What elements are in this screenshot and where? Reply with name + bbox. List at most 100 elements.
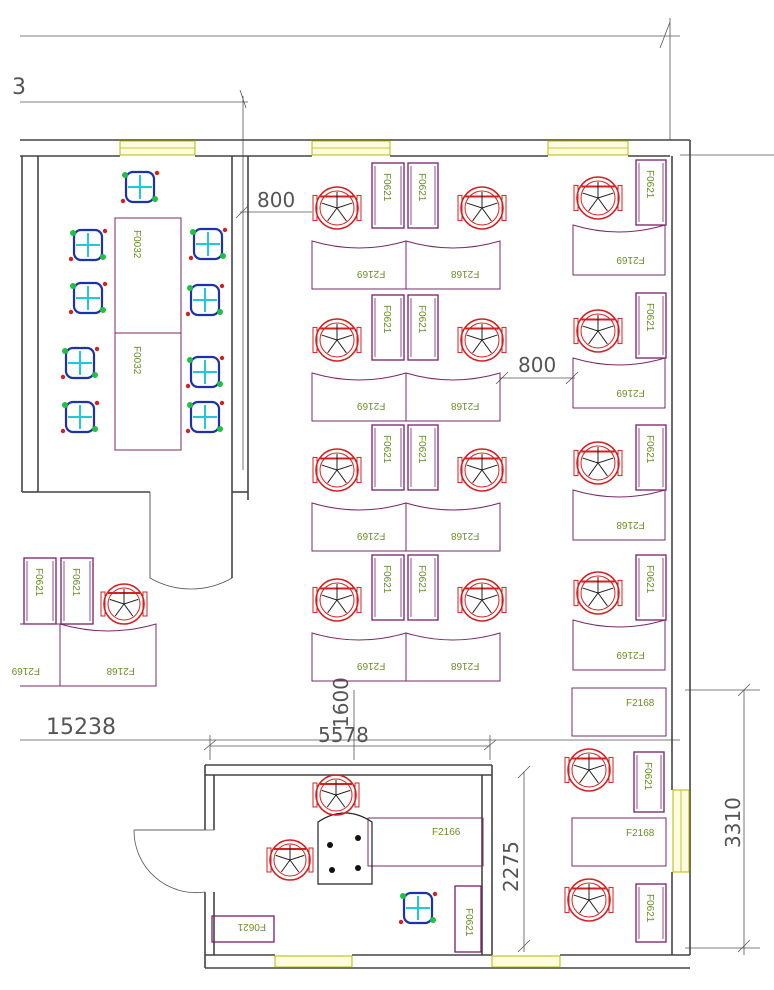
office-chair-right-col [573, 571, 623, 615]
cabinet-right: F0621 [407, 294, 439, 361]
desk-left: F2169 [311, 372, 407, 422]
desk-tag: F2169 [616, 387, 645, 398]
desk-right: F2168 [405, 372, 501, 422]
desk-tag: F2169 [11, 665, 40, 676]
desk-right-col-plain: F2168 [571, 687, 667, 737]
cabinet-tag: F0621 [70, 568, 81, 597]
dim-gap-800-b: 800 [518, 353, 556, 377]
cabinet-tag: F0621 [381, 173, 392, 202]
dim-lower-room-width: 5578 [318, 723, 369, 747]
desk-tag: F2169 [616, 649, 645, 660]
office-chair-blue [398, 891, 438, 925]
cabinet-tag: F0621 [416, 565, 427, 594]
cabinet-right: F0621 [407, 424, 439, 491]
bottom-left-cabinet-tag: F0621 [237, 921, 266, 932]
desk-tag: F2168 [626, 698, 655, 709]
windows [119, 140, 690, 968]
desk-tag: F2168 [451, 400, 480, 411]
meeting-chair [68, 281, 108, 315]
cabinet-left: F0621 [371, 162, 405, 229]
office-chair-right-col [573, 441, 623, 485]
desk-left: F2169 [311, 502, 407, 552]
cabinet-right-col: F0621 [635, 292, 667, 359]
meeting-table-a-tag: F0032 [131, 230, 142, 259]
cabinet-tag: F0621 [381, 305, 392, 334]
cabinet-right: F0621 [407, 554, 439, 621]
cabinet-tag: F0621 [644, 565, 655, 594]
cabinet-right-col: F0621 [635, 883, 667, 943]
desk-right: F2168 [405, 240, 501, 290]
cabinet-right-col: F0621 [635, 554, 667, 621]
cabinet-tag: F0621 [33, 568, 44, 597]
cabinet-tag: F0621 [644, 170, 655, 199]
cabinet-right-col: F0621 [635, 159, 667, 226]
office-chair-left [312, 578, 362, 622]
cabinet-tag: F0621 [416, 305, 427, 334]
meeting-chair [68, 228, 108, 262]
desk-right-col: F2169 [572, 619, 666, 671]
dimension-lines [20, 18, 774, 955]
manager-cabinet [454, 885, 482, 953]
cabinet-tag: F0621 [381, 435, 392, 464]
desk-tag: F2169 [357, 400, 386, 411]
office-chair-left [312, 448, 362, 492]
office-chair-right-col [564, 878, 614, 922]
walls [20, 139, 691, 969]
cabinet-left: F0621 [371, 554, 405, 621]
desk-tag: F2169 [616, 254, 645, 265]
desk-right-col: F2168 [572, 489, 666, 541]
meeting-chair [185, 355, 225, 389]
office-chair-right [457, 186, 507, 230]
cabinet-tag: F0621 [644, 894, 655, 923]
desk-left-partial: F2168 [59, 623, 157, 687]
dim-overall-width: 15238 [46, 715, 116, 740]
desk-tag: F2168 [451, 530, 480, 541]
meeting-chair [185, 400, 225, 434]
dim-gap-800-a: 800 [257, 188, 295, 212]
dim-overlap-1600: 1600 [329, 677, 353, 728]
office-chairs [266, 774, 438, 925]
dim-right-side: 3310 [721, 797, 745, 848]
desk-tag: F2168 [451, 660, 480, 671]
cabinet-left-partial: F0621 [60, 557, 94, 625]
desk-tag: F2169 [357, 268, 386, 279]
dim-lower-room-depth: 2275 [499, 841, 523, 892]
office-chair-right [457, 448, 507, 492]
manager-desk [367, 817, 484, 867]
office-chair [266, 839, 314, 881]
office-chair-right [457, 578, 507, 622]
meeting-chair [60, 400, 100, 434]
meeting-room: F0032 F0032 [60, 170, 228, 451]
cabinet-right-col: F0621 [633, 751, 665, 813]
desk-right-col-plain: F2168 [571, 817, 667, 867]
desk-tag: F2168 [106, 665, 135, 676]
meeting-chair [185, 283, 225, 317]
cabinet-left: F0621 [371, 424, 405, 491]
meeting-chair [60, 346, 100, 380]
cabinet-right-col: F0621 [635, 424, 667, 491]
office-chair [312, 774, 360, 816]
meeting-chair [120, 170, 160, 204]
cabinet-tag: F0621 [416, 173, 427, 202]
office-chair-right [457, 318, 507, 362]
cabinet-tag: F0621 [642, 762, 653, 791]
office-chair-left-partial [100, 583, 148, 625]
office-chair-left [312, 186, 362, 230]
office-chair-right-col [573, 176, 623, 220]
meeting-chairs [60, 170, 228, 434]
meeting-table-a [114, 217, 182, 334]
meeting-table-b-tag: F0032 [131, 346, 142, 375]
cabinet-tag: F0621 [644, 303, 655, 332]
manager-cabinet-tag: F0621 [463, 908, 474, 937]
bottom-left-cabinet [211, 915, 275, 943]
round-table [317, 812, 373, 885]
meeting-chair [188, 227, 228, 261]
desk-right-col: F2169 [572, 224, 666, 276]
office-chair-right-col [564, 748, 614, 792]
desk-right-col: F2169 [572, 357, 666, 409]
desk-right: F2168 [405, 502, 501, 552]
desk-left-partial: F2169 [11, 623, 61, 687]
cabinet-tag: F0621 [381, 565, 392, 594]
